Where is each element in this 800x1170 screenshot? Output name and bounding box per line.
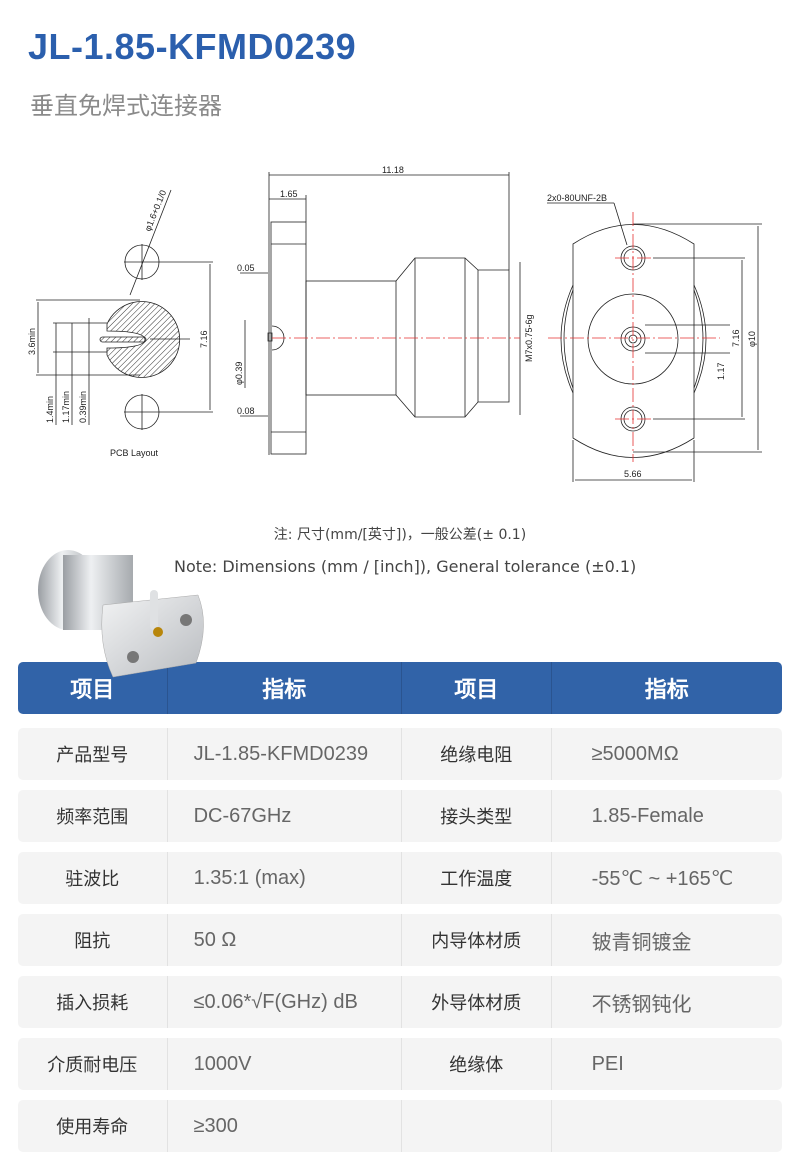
spec-value: 不锈钢钝化	[591, 993, 692, 1016]
table-row: 使用寿命≥300	[18, 1100, 782, 1152]
spec-label: 绝缘体	[402, 1038, 552, 1090]
dim-039min: 0.39min	[78, 391, 88, 423]
dim-14min: 1.4min	[45, 396, 55, 423]
pcb-layout-label: PCB Layout	[110, 448, 159, 458]
header-value-1: 指标	[168, 662, 402, 714]
dim-117min: 1.17min	[61, 391, 71, 423]
dim-hole: φ1.6+0.1/0	[143, 189, 169, 233]
note-chinese: 注: 尺寸(mm/[英寸])，一般公差(± 0.1)	[273, 527, 527, 543]
spec-label: 频率范围	[18, 790, 168, 842]
dim-716-left: 7.16	[199, 330, 209, 348]
header-value-2: 指标	[644, 678, 689, 703]
spec-label: 介质耐电压	[18, 1038, 168, 1090]
dim-36min: 3.6min	[27, 328, 37, 355]
technical-drawing: φ1.6+0.1/0 7.16 3.6min 1.4min 1.17min 0.…	[27, 165, 762, 482]
spec-value: 铍青铜镀金	[591, 931, 692, 954]
spec-label: 工作温度	[402, 852, 552, 904]
dim-165: 1.65	[280, 189, 298, 199]
spec-label: 插入损耗	[18, 976, 168, 1028]
spec-value: 1000V	[168, 1038, 402, 1090]
spec-label: 产品型号	[18, 728, 168, 780]
dim-1118: 11.18	[382, 165, 404, 175]
spec-value: 50 Ω	[168, 914, 402, 966]
spec-label: 驻波比	[18, 852, 168, 904]
spec-value: -55℃ ~ +165℃	[591, 867, 734, 890]
dim-566: 5.66	[624, 469, 642, 479]
dim-005: 0.05	[237, 263, 255, 273]
spec-value: JL-1.85-KFMD0239	[168, 728, 402, 780]
note-english: Note: Dimensions (mm / [inch]), General …	[174, 557, 637, 576]
dim-phi039: φ0.39	[234, 362, 244, 385]
spec-value: ≥300	[168, 1100, 402, 1152]
spec-label: 接头类型	[402, 790, 552, 842]
dim-716-right: 7.16	[731, 329, 741, 347]
product-title: JL-1.85-KFMD0239	[28, 26, 357, 67]
spec-label: 内导体材质	[402, 914, 552, 966]
spec-label: 阻抗	[18, 914, 168, 966]
spec-value: 1.35:1 (max)	[168, 852, 402, 904]
header-item-2: 项目	[402, 662, 552, 714]
spec-value: PEI	[591, 1052, 624, 1075]
dim-unf: 2x0-80UNF-2B	[547, 193, 607, 203]
spec-label	[402, 1100, 552, 1152]
dim-phi10: φ10	[747, 331, 757, 347]
product-photo	[38, 550, 204, 678]
spec-table-header: 项目 指标 项目 指标	[18, 662, 782, 714]
header-item-1: 项目	[18, 662, 168, 714]
dim-008: 0.08	[237, 406, 255, 416]
product-subtitle: 垂直免焊式连接器	[30, 92, 222, 120]
spec-value: DC-67GHz	[168, 790, 402, 842]
dim-117: 1.17	[716, 362, 726, 380]
spec-value: ≥5000MΩ	[591, 742, 679, 765]
spec-label: 绝缘电阻	[402, 728, 552, 780]
spec-label: 使用寿命	[18, 1100, 168, 1152]
spec-value	[552, 1100, 782, 1152]
dim-thread: M7x0.75-6g	[524, 314, 534, 362]
spec-value: ≤0.06*√F(GHz) dB	[168, 976, 402, 1028]
spec-value: 1.85-Female	[591, 804, 704, 827]
spec-label: 外导体材质	[402, 976, 552, 1028]
